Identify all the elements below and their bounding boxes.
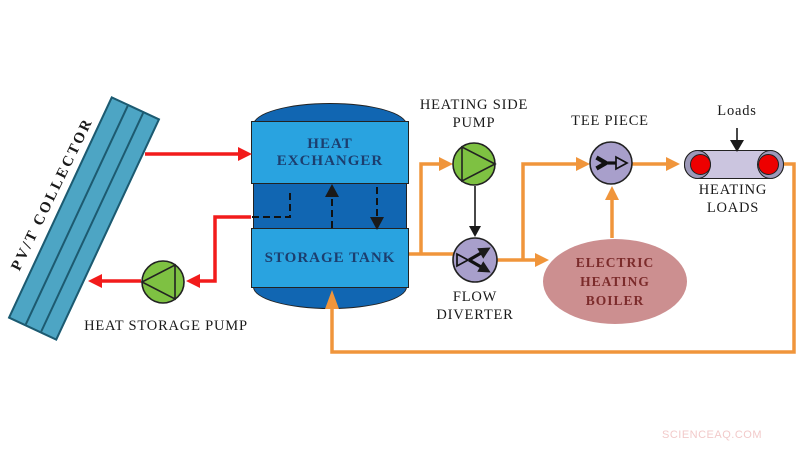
orange-pipe-branch-to-heating-side-pump xyxy=(419,157,453,254)
tee-piece-icon xyxy=(589,141,633,185)
heating-loads-label-line1: HEATING xyxy=(698,182,768,198)
red-pipe-collector-to-exchanger xyxy=(145,147,252,161)
orange-pipe-diverter-to-boiler xyxy=(497,253,549,267)
heat-exchanger-section: HEAT EXCHANGER xyxy=(251,121,409,184)
red-pipe-storage-pump-to-collector xyxy=(88,274,141,288)
heating-side-pump-label-line1: HEATING SIDE xyxy=(419,97,529,113)
heating-side-pump-icon xyxy=(452,142,497,186)
heat-storage-pump-label: HEAT STORAGE PUMP xyxy=(84,318,248,334)
flow-diverter-icon xyxy=(452,237,498,283)
watermark: SCIENCEAQ.COM xyxy=(661,429,762,441)
heating-loads-port-icon xyxy=(690,154,711,175)
boiler-label-line3: BOILER xyxy=(585,293,645,308)
flow-diverter-label-line1: FLOW xyxy=(452,289,498,305)
heat-exchanger-label-line2: EXCHANGER xyxy=(276,152,384,169)
storage-tank-label: STORAGE TANK xyxy=(264,249,396,266)
heating-loads-port-icon xyxy=(758,154,779,175)
black-arrow-pump-to-diverter xyxy=(469,186,481,237)
heating-loads-label: HEATING LOADS xyxy=(673,181,793,217)
heat-exchanger-label-line1: HEAT xyxy=(307,135,353,152)
collector-stripe xyxy=(39,112,144,332)
storage-tank-section: STORAGE TANK xyxy=(251,228,409,288)
flow-diverter-label: FLOW DIVERTER xyxy=(414,288,536,324)
heat-storage-pump-icon xyxy=(140,260,185,304)
red-pipe-tank-to-storage-pump xyxy=(186,215,251,288)
tee-piece-label: TEE PIECE xyxy=(571,113,649,129)
electric-heating-boiler: ELECTRIC HEATING BOILER xyxy=(543,239,687,324)
heating-side-pump-label-line2: PUMP xyxy=(452,115,496,131)
heating-loads-label-line2: LOADS xyxy=(706,200,760,216)
flow-diverter-label-line2: DIVERTER xyxy=(436,307,514,323)
heating-side-pump-label: HEATING SIDE PUMP xyxy=(404,96,544,132)
orange-pipe-boiler-to-tee xyxy=(605,186,619,238)
loads-arrow-icon xyxy=(730,128,744,152)
orange-pipe-tee-to-loads xyxy=(632,157,680,171)
boiler-label-line2: HEATING xyxy=(580,274,650,289)
boiler-label-line1: ELECTRIC xyxy=(575,255,655,270)
loads-label: Loads xyxy=(717,103,757,119)
